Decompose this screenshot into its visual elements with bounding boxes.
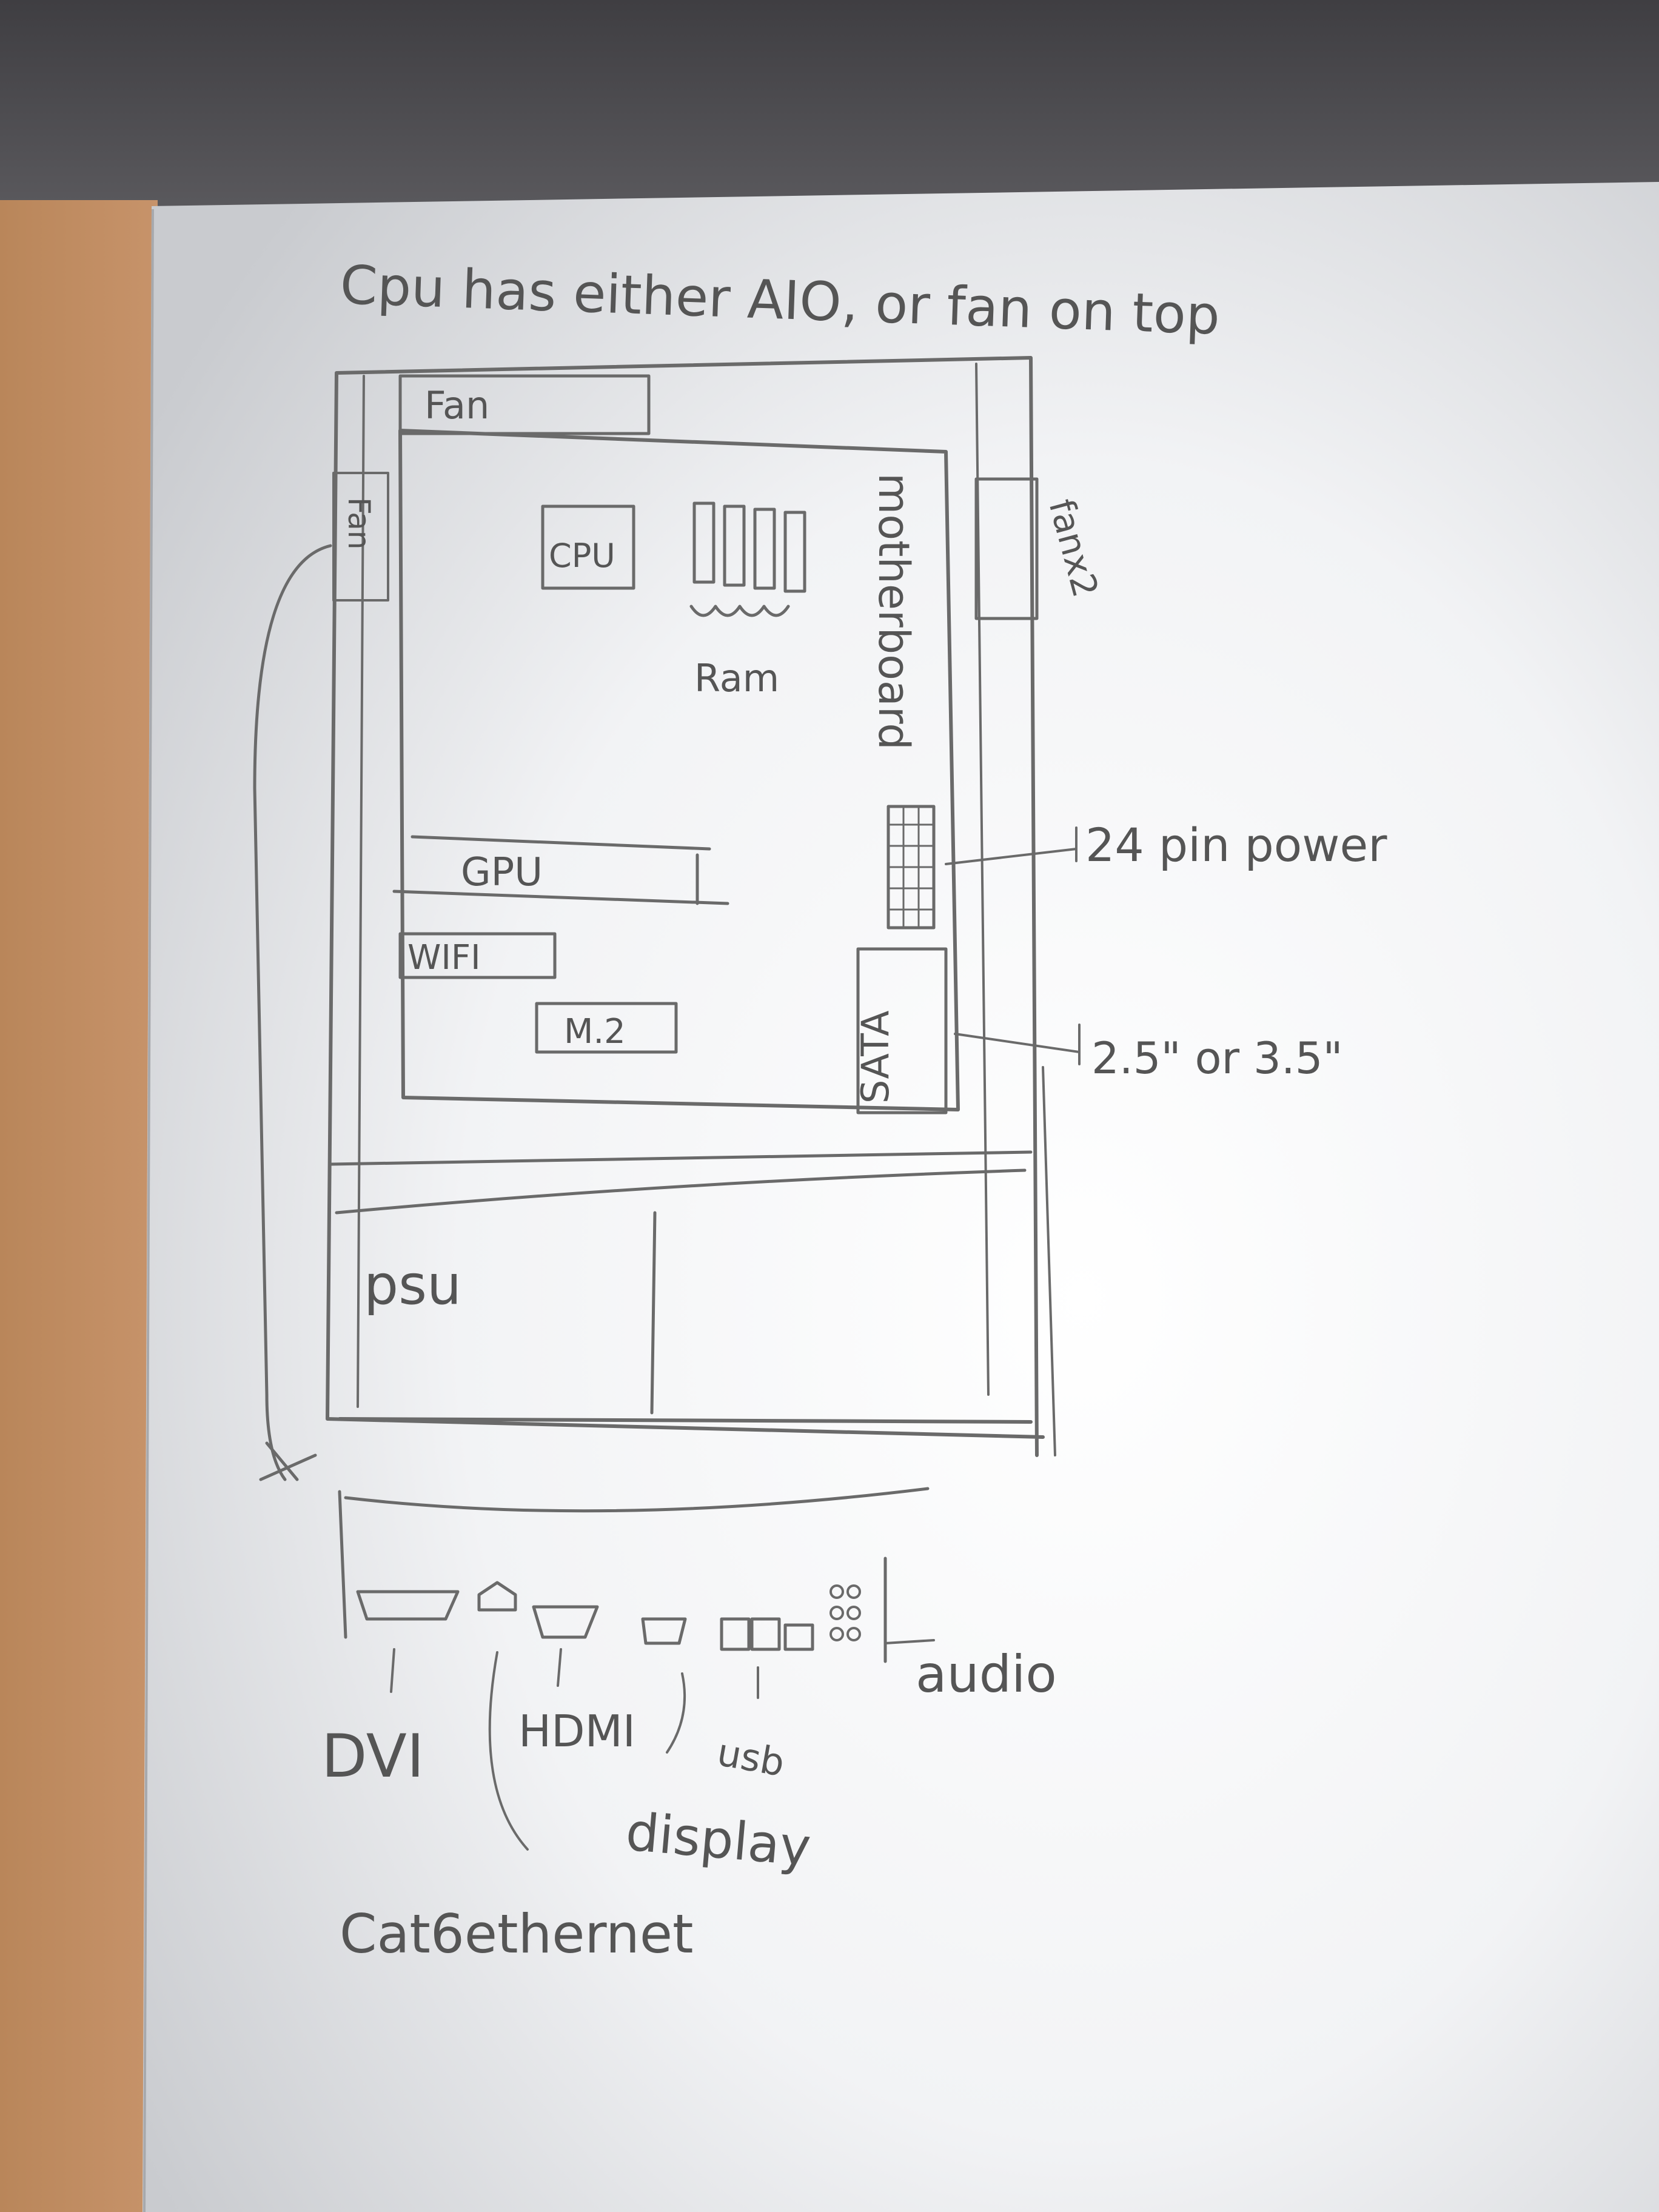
usb-port-icon-3	[783, 1623, 814, 1651]
gpu-label: GPU	[461, 850, 543, 895]
displayport-icon	[641, 1617, 687, 1645]
case-outline	[326, 356, 1045, 1457]
cpu-label: CPU	[549, 537, 615, 575]
wifi-card	[398, 932, 557, 979]
ram-label: Ram	[694, 656, 779, 700]
sata-box	[856, 947, 948, 1114]
dvi-port-icon	[356, 1590, 460, 1621]
usb-port-icon-1	[720, 1617, 751, 1651]
ethernet-port-icon	[477, 1581, 517, 1612]
ram-squiggle	[689, 605, 790, 617]
ethernet-label: Cat6ethernet	[340, 1903, 693, 1965]
m2-label: M.2	[564, 1012, 626, 1051]
24pin-label: 24 pin power	[1085, 818, 1387, 872]
sata-label: SATA	[853, 1010, 897, 1104]
dark-background	[0, 0, 1659, 218]
left-fan-box	[332, 472, 389, 602]
usb-port-icon-2	[750, 1617, 781, 1651]
cable-loop	[253, 544, 332, 1481]
audio-jacks-icon	[830, 1584, 861, 1641]
top-fan-label: Fan	[424, 383, 489, 427]
drive-leader	[954, 1024, 1081, 1065]
case-inner-walls	[357, 363, 1056, 1456]
ram-slots	[692, 501, 806, 593]
io-leaders	[390, 1639, 935, 1851]
drive-size-label: 2.5" or 3.5"	[1091, 1033, 1343, 1084]
io-ports	[356, 1581, 861, 1651]
left-fan-label: Fan	[341, 497, 377, 550]
dvi-label: DVI	[321, 1722, 424, 1791]
24pin-leader	[945, 826, 1078, 865]
psu-label: psu	[364, 1253, 461, 1317]
motherboard-outline	[398, 429, 960, 1111]
gpu-slot	[392, 835, 729, 905]
psu-outline	[329, 1150, 1033, 1415]
m2-slot	[535, 1002, 678, 1054]
right-fan-box	[974, 477, 1039, 620]
hdmi-port-icon	[532, 1605, 599, 1639]
wifi-label: WIFI	[407, 938, 481, 977]
cpu-socket	[541, 504, 635, 590]
hdmi-label: HDMI	[518, 1706, 635, 1757]
cardboard-edge	[0, 200, 158, 2212]
motherboard-label: motherboard	[869, 473, 919, 750]
paper-sheet	[142, 182, 1659, 2212]
audio-label: audio	[916, 1644, 1057, 1704]
paper-spine	[143, 209, 154, 2212]
24pin-connector	[886, 805, 936, 930]
